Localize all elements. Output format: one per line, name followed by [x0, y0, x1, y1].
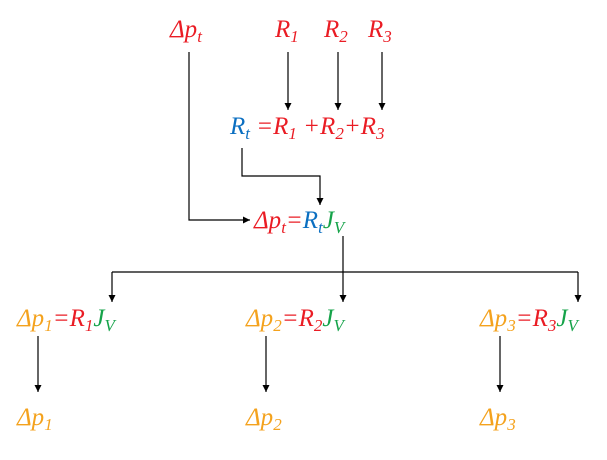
arrow-dpt-to-equation — [188, 52, 250, 224]
math-subscript: V — [567, 316, 578, 335]
math-symbol: J — [322, 305, 334, 332]
math-term: R2 — [298, 305, 323, 335]
math-subscript: 1 — [44, 415, 53, 434]
node-rt-equation: Rt =R1 +R2+R3 — [230, 113, 385, 143]
math-symbol: J — [93, 305, 105, 332]
math-term: Rt — [302, 207, 323, 237]
math-term: Δp2 — [246, 404, 282, 434]
node-dp2-equation: Δp2=R2JV — [246, 305, 344, 335]
math-term: = — [286, 207, 303, 234]
math-symbol: R — [69, 305, 85, 332]
node-dp3-equation: Δp3=R3JV — [480, 305, 578, 335]
math-symbol: = — [515, 305, 533, 332]
math-term: R3 — [368, 16, 392, 46]
node-r1-top: R1 — [275, 16, 299, 46]
math-term: R2 — [320, 113, 344, 143]
math-subscript: 1 — [288, 124, 297, 143]
math-symbol: + — [343, 113, 361, 140]
math-symbol: Δp — [246, 305, 274, 332]
math-term: + — [344, 113, 361, 140]
math-subscript: 1 — [84, 316, 94, 335]
math-subscript: 2 — [339, 27, 348, 46]
math-subscript: 1 — [290, 27, 299, 46]
math-symbol: + — [296, 113, 321, 140]
math-term: JV — [93, 305, 115, 335]
math-term: = — [53, 305, 70, 332]
math-subscript: 2 — [335, 124, 344, 143]
math-symbol: Δp — [480, 305, 508, 332]
math-subscript: 3 — [375, 124, 385, 143]
math-symbol: Δp — [254, 207, 282, 234]
math-subscript: t — [197, 27, 202, 46]
math-term: JV — [322, 207, 345, 237]
node-dp2-result: Δp2 — [246, 404, 282, 434]
math-term: R3 — [360, 113, 385, 143]
math-symbol: Δp — [170, 16, 198, 43]
math-term: Rt — [230, 113, 251, 143]
math-symbol: R — [360, 113, 376, 140]
node-dp1-equation: Δp1=R1JV — [17, 305, 115, 335]
math-subscript: V — [333, 218, 345, 237]
math-symbol: Δp — [480, 404, 508, 431]
math-symbol: = — [250, 113, 274, 140]
math-term: + — [297, 113, 320, 140]
math-subscript: 3 — [507, 415, 516, 434]
math-term: JV — [556, 305, 578, 335]
math-term: Δp1 — [17, 305, 53, 335]
math-term: R2 — [324, 16, 348, 46]
node-dpt-equation: Δpt=RtJV — [254, 207, 345, 237]
math-symbol: R — [302, 207, 319, 234]
math-subscript: 3 — [383, 27, 392, 46]
math-term: Δp3 — [480, 404, 516, 434]
math-subscript: t — [318, 218, 323, 237]
math-symbol: R — [230, 113, 246, 140]
math-term: Δp1 — [17, 404, 53, 434]
math-symbol: R — [324, 16, 340, 43]
math-subscript: 2 — [273, 415, 282, 434]
math-subscript: V — [333, 316, 344, 335]
math-symbol: R — [368, 16, 384, 43]
math-subscript: V — [104, 316, 115, 335]
math-subscript: 3 — [547, 316, 557, 335]
node-r3-top: R3 — [368, 16, 392, 46]
math-subscript: 1 — [44, 316, 53, 335]
math-term: R1 — [275, 16, 299, 46]
math-term: Δpt — [170, 16, 202, 46]
math-symbol: R — [275, 16, 291, 43]
math-term: R1 — [273, 113, 297, 143]
math-term: R1 — [69, 305, 94, 335]
math-symbol: = — [52, 305, 70, 332]
math-term: Δp2 — [246, 305, 282, 335]
math-symbol: J — [322, 207, 334, 234]
node-r2-top: R2 — [324, 16, 348, 46]
math-subscript: t — [245, 124, 251, 143]
math-subscript: 3 — [507, 316, 516, 335]
math-symbol: R — [273, 113, 289, 140]
node-dp-t-top: Δpt — [170, 16, 202, 46]
math-subscript: 2 — [313, 316, 323, 335]
math-symbol: R — [298, 305, 314, 332]
arrow-rt-to-dpt — [241, 148, 324, 205]
math-symbol: = — [281, 305, 299, 332]
math-symbol: Δp — [17, 404, 45, 431]
math-term: = — [282, 305, 299, 332]
math-term: = — [516, 305, 533, 332]
node-dp3-result: Δp3 — [480, 404, 516, 434]
math-symbol: J — [556, 305, 568, 332]
math-symbol: Δp — [17, 305, 45, 332]
math-term: = — [250, 113, 273, 140]
math-symbol: = — [285, 207, 303, 234]
math-term: Δpt — [254, 207, 286, 237]
math-term: JV — [322, 305, 344, 335]
math-symbol: Δp — [246, 404, 274, 431]
math-subscript: t — [281, 218, 286, 237]
math-symbol: R — [532, 305, 548, 332]
math-subscript: 2 — [273, 316, 282, 335]
math-term: Δp3 — [480, 305, 516, 335]
node-dp1-result: Δp1 — [17, 404, 53, 434]
math-symbol: R — [320, 113, 336, 140]
math-term: R3 — [532, 305, 557, 335]
